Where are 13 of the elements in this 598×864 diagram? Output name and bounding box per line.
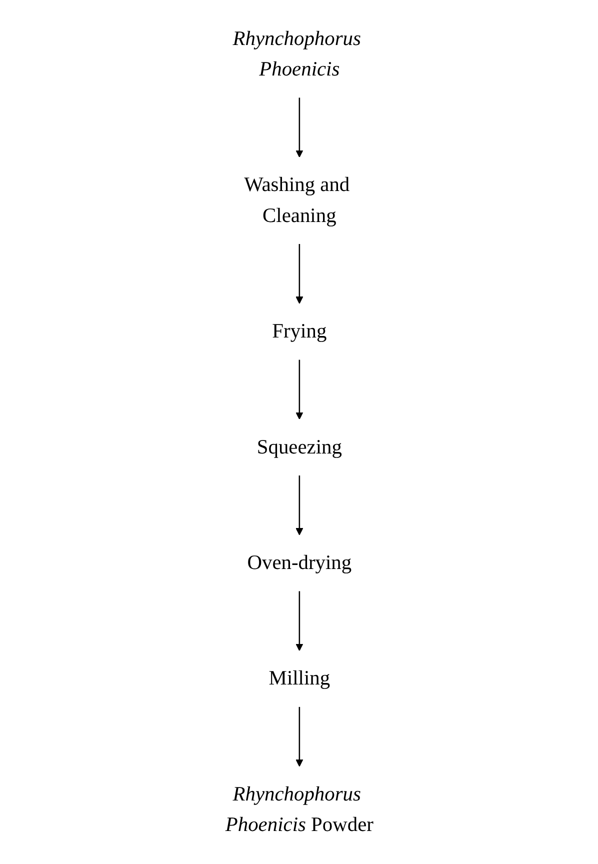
node-text: Frying	[272, 320, 326, 343]
node-text: Milling	[268, 668, 330, 690]
arrow	[295, 244, 303, 304]
arrow	[295, 591, 303, 651]
node-text: Squeezing	[256, 436, 342, 458]
arrow	[295, 98, 303, 158]
node-text: Rhynchophorus Phoenicis Powder	[224, 783, 374, 836]
node-text: Washing and Cleaning	[244, 174, 350, 227]
arrow	[295, 360, 303, 420]
node-text: Rhynchophorus Phoenicis	[232, 28, 361, 81]
arrow	[295, 475, 303, 536]
node-text: Oven-drying	[246, 552, 352, 574]
arrow	[295, 706, 303, 767]
